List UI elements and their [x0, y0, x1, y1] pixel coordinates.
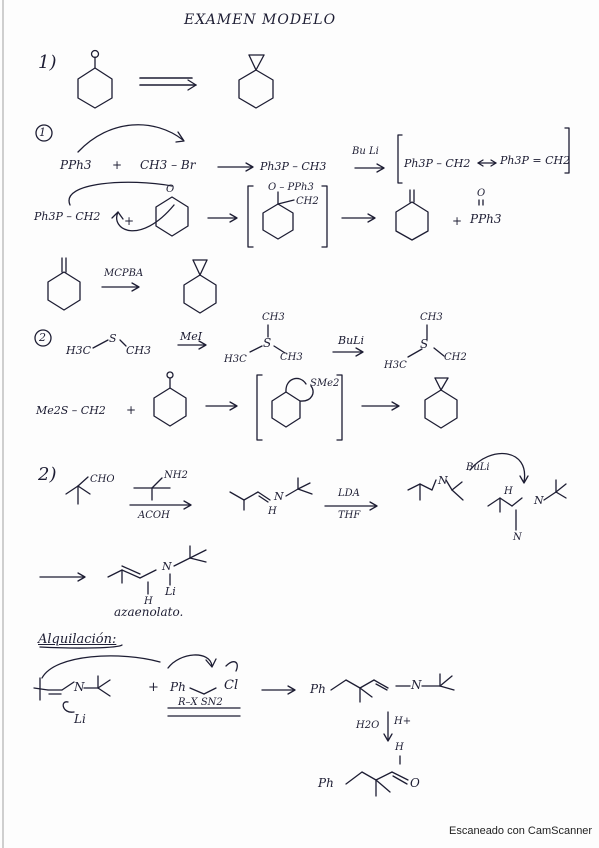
m2-ylide-h3c: H3C — [384, 360, 407, 371]
question-2-number: 2) — [38, 464, 57, 485]
alk-n: N — [74, 680, 85, 694]
m1-betaine-ch2: CH2 — [296, 196, 319, 207]
alk-h2o: H2O — [356, 720, 380, 731]
m2-sme2: SMe2 — [310, 378, 340, 389]
q2-imine-n-2: N — [534, 494, 544, 507]
m2-ylide-s: S — [420, 337, 429, 351]
alk-hplus: H+ — [394, 716, 412, 727]
q2-row1 — [65, 452, 567, 531]
alk-plus: + — [148, 680, 159, 695]
q2-thf: THF — [338, 510, 361, 521]
m1-ylide-resonance: Ph3P = CH2 — [500, 154, 571, 167]
m2-mei: MeI — [180, 330, 203, 343]
method-2-number: 2 — [39, 331, 46, 344]
m1-row1 — [35, 124, 570, 184]
m2-ylide-ch2: CH2 — [444, 352, 467, 363]
alk-aldehyde-h: H — [395, 742, 404, 753]
q2-azaenolate-h: H — [144, 596, 153, 607]
m1-mcpba: MCPBA — [104, 268, 144, 279]
m1-pph3-oxide: PPh3 — [470, 212, 502, 226]
q1-reaction — [77, 49, 274, 109]
m1-row3 — [47, 257, 217, 314]
m2-s: S — [109, 332, 117, 345]
m1-plus-1: + — [112, 158, 123, 172]
alk-ph: Ph — [170, 680, 186, 694]
m2-h3c: H3C — [66, 344, 92, 357]
q2-lda: LDA — [338, 488, 360, 499]
alk-product-ph: Ph — [310, 682, 326, 696]
alk-li: Li — [74, 712, 86, 726]
m1-betaine-o: O – PPh3 — [268, 182, 314, 193]
q2-azaenolate-li: Li — [165, 585, 176, 598]
q2-cho: CHO — [90, 474, 115, 485]
m2-row2 — [153, 371, 458, 441]
alk-cl: Cl — [224, 678, 239, 693]
page-title: EXAMEN MODELO — [184, 12, 337, 28]
q2-buli: BuLi — [466, 462, 490, 473]
m1-plus-2: + — [124, 214, 135, 228]
m1-ylide: Ph3P – CH2 — [404, 157, 471, 170]
m1-ylide-2: Ph3P – CH2 — [34, 210, 101, 223]
q2-amide-n: N — [438, 474, 448, 487]
m2-plus: + — [126, 403, 137, 417]
m2-ylide-ch3-top: CH3 — [420, 312, 443, 323]
m2-row1 — [34, 324, 445, 358]
m2-sulfonium-h3c: H3C — [224, 354, 247, 365]
m2-ylide-2: Me2S – CH2 — [36, 404, 106, 417]
m2-buli: BuLi — [338, 334, 364, 347]
m1-plus-3: + — [452, 214, 463, 228]
alk-aldehyde-o: O — [410, 776, 420, 790]
q2-azaenolato-label: azaenolato. — [114, 605, 184, 619]
scanner-watermark: Escaneado con CamScanner — [449, 825, 593, 837]
m1-ch3br: CH3 – Br — [140, 158, 196, 172]
m2-ch3: CH3 — [126, 344, 152, 357]
m1-pph3: PPh3 — [60, 158, 92, 172]
q2-imine-n: N — [274, 490, 284, 503]
q2-h: H — [504, 486, 513, 497]
m1-oxide-o: O — [477, 188, 486, 199]
alk-product-n: N — [411, 678, 422, 692]
method-1-number: 1 — [39, 126, 46, 139]
m1-ketone-o: O — [166, 184, 175, 195]
m2-sulfonium-ch3-top: CH3 — [262, 312, 285, 323]
alkylation-heading: Alquilación: — [38, 632, 117, 647]
alk-rx-sn2: R–X SN2 — [178, 697, 223, 708]
alk-aldehyde-ph: Ph — [318, 776, 334, 790]
m1-phosphonium: Ph3P – CH3 — [260, 160, 327, 173]
alkylation — [33, 644, 455, 797]
q2-imine-h: H — [268, 506, 277, 517]
m2-sulfonium-s: S — [263, 336, 272, 350]
m1-row2 — [68, 181, 484, 248]
q2-acoh: ACOH — [138, 510, 170, 521]
m1-buli: Bu Li — [352, 146, 379, 157]
q2-row2 — [39, 545, 207, 595]
question-1-number: 1) — [38, 52, 57, 73]
q2-nh2: NH2 — [164, 470, 188, 481]
m2-sulfonium-ch3: CH3 — [280, 352, 303, 363]
q2-azaenolate-n: N — [162, 560, 172, 573]
q2-n-lower: N — [513, 532, 522, 543]
